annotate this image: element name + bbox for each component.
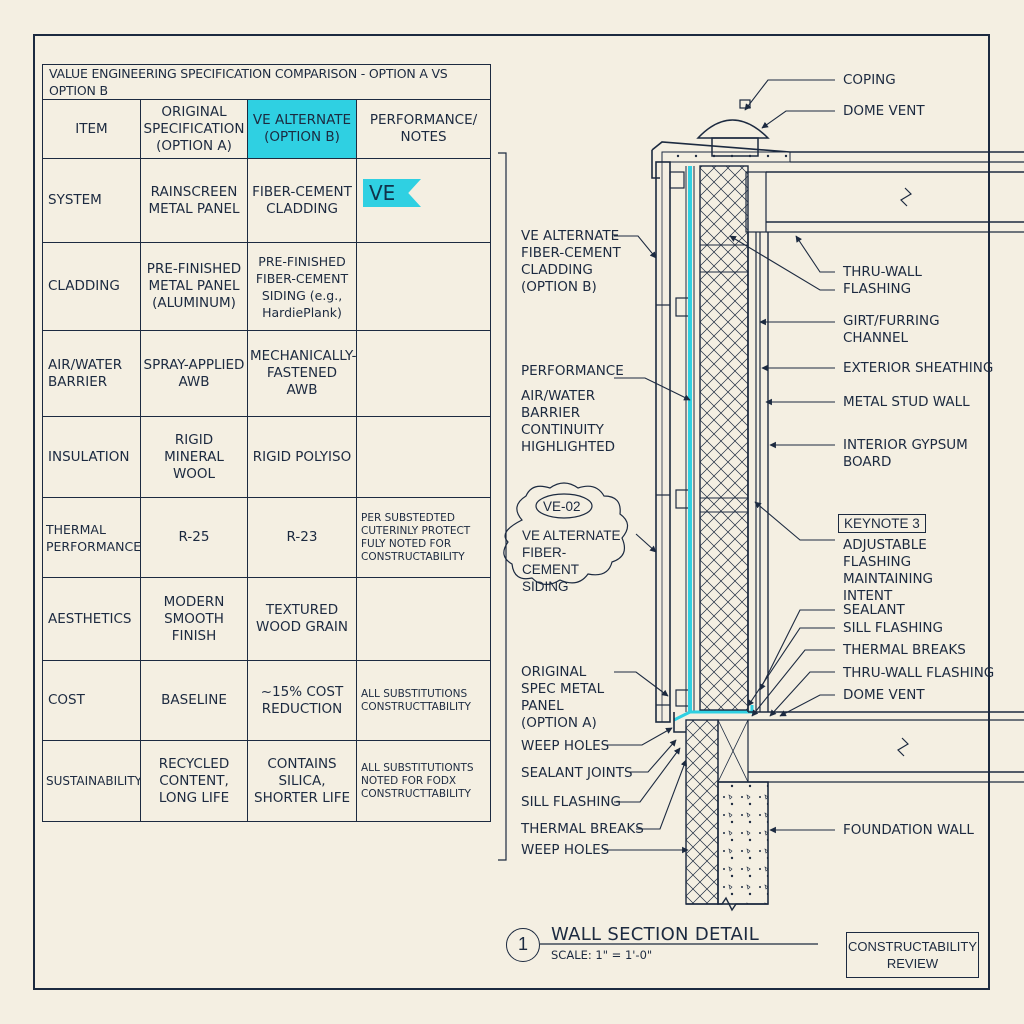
label-thermal-breaks-left: THERMAL BREAKS bbox=[521, 821, 644, 837]
drawing-sheet-border bbox=[33, 34, 990, 990]
row-item: SYSTEM bbox=[42, 158, 141, 243]
row-notes bbox=[355, 416, 492, 498]
label-weep-holes-2: WEEP HOLES bbox=[521, 842, 610, 858]
label-original-spec: ORIGINAL SPEC METAL PANEL (OPTION A) bbox=[521, 664, 605, 731]
header-original: ORIGINAL SPECIFICATION (OPTION A) bbox=[140, 99, 248, 159]
label-sill-flashing-left: SILL FLASHING bbox=[521, 794, 621, 810]
foundation-wall bbox=[717, 781, 769, 905]
header-alternate: VE ALTERNATE (OPTION B) bbox=[247, 99, 357, 159]
row-notes: ALL SUBSTITUTIONS CONSTRUCTTABILITY bbox=[355, 660, 492, 741]
table-header-row: ITEM ORIGINAL SPECIFICATION (OPTION A) V… bbox=[42, 99, 492, 159]
row-original: PRE-FINISHED METAL PANEL (ALUMINUM) bbox=[140, 242, 248, 331]
row-notes bbox=[355, 330, 492, 417]
keynote-tag: KEYNOTE 3 bbox=[838, 514, 926, 533]
table-row: SUSTAINABILITY RECYCLED CONTENT, LONG LI… bbox=[42, 740, 492, 822]
cloud-text: VE ALTERNATE FIBER-CEMENT SIDING bbox=[522, 528, 621, 594]
constructability-stamp: CONSTRUCTABILITY REVIEW bbox=[846, 932, 979, 978]
row-item: CLADDING bbox=[42, 242, 141, 331]
label-gypsum: INTERIOR GYPSUM BOARD bbox=[843, 437, 968, 470]
row-original: RAINSCREEN METAL PANEL bbox=[140, 158, 248, 243]
girt-channels bbox=[669, 171, 691, 707]
floor-slab-lower bbox=[717, 711, 1024, 783]
label-foundation-wall: FOUNDATION WALL bbox=[843, 822, 974, 838]
label-dome-vent-top: DOME VENT bbox=[843, 103, 925, 119]
label-coping: COPING bbox=[843, 72, 896, 88]
floor-slab-upper bbox=[745, 171, 1024, 233]
row-notes bbox=[355, 242, 492, 331]
label-weep-holes: WEEP HOLES bbox=[521, 738, 610, 754]
label-thru-wall-flashing: THRU-WALL FLASHING bbox=[843, 264, 922, 297]
sill-flashing bbox=[673, 712, 686, 733]
header-performance: PERFORMANCE/ NOTES bbox=[355, 99, 492, 159]
table-row: CLADDING PRE-FINISHED METAL PANEL (ALUMI… bbox=[42, 242, 492, 331]
table-row: AIR/WATER BARRIER SPRAY-APPLIED AWB MECH… bbox=[42, 330, 492, 417]
detail-scale: SCALE: 1" = 1'-0" bbox=[551, 948, 653, 962]
insulation bbox=[699, 165, 749, 711]
row-alternate: CONTAINS SILICA, SHORTER LIFE bbox=[247, 740, 357, 822]
label-performance: PERFORMANCE bbox=[521, 363, 624, 379]
row-alternate: MECHANICALLY-FASTENED AWB bbox=[247, 330, 357, 417]
label-adjustable-flashing: ADJUSTABLE FLASHING MAINTAINING INTENT bbox=[843, 537, 934, 604]
detail-number: 1 bbox=[506, 928, 540, 962]
label-girt: GIRT/FURRING CHANNEL bbox=[843, 313, 940, 346]
break-line bbox=[686, 896, 768, 912]
cladding-panels bbox=[655, 161, 671, 723]
cloud-tag: VE-02 bbox=[543, 499, 581, 514]
label-stud-wall: METAL STUD WALL bbox=[843, 394, 970, 410]
row-item: AIR/WATER BARRIER bbox=[42, 330, 141, 417]
row-alternate: RIGID POLYISO bbox=[247, 416, 357, 498]
ve-flag-icon: VE bbox=[363, 179, 421, 207]
row-item: THERMAL PERFORMANCE bbox=[42, 497, 141, 578]
table-row: THERMAL PERFORMANCE R-25 R-23 PER SUBSTE… bbox=[42, 497, 492, 578]
table-row: AESTHETICS MODERN SMOOTH FINISH TEXTURED… bbox=[42, 577, 492, 661]
air-water-barrier bbox=[673, 166, 754, 722]
group-bracket bbox=[498, 152, 507, 861]
label-sill-flashing: SILL FLASHING bbox=[843, 620, 943, 636]
leader-lines-right bbox=[729, 79, 835, 834]
lower-insulation bbox=[685, 719, 719, 905]
table-row: SYSTEM RAINSCREEN METAL PANEL FIBER-CEME… bbox=[42, 158, 492, 243]
header-item: ITEM bbox=[42, 99, 141, 159]
row-alternate: ~15% COST REDUCTION bbox=[247, 660, 357, 741]
row-notes: ALL SUBSTITUTIONTS NOTED FOR FODX CONSTR… bbox=[355, 740, 492, 822]
coping bbox=[651, 141, 1024, 179]
row-item: SUSTAINABILITY bbox=[42, 740, 141, 822]
label-thru-wall-flashing-2: THRU-WALL FLASHING bbox=[843, 665, 995, 681]
stud-wall-assembly bbox=[747, 232, 769, 712]
row-original: SPRAY-APPLIED AWB bbox=[140, 330, 248, 417]
label-sealant: SEALANT bbox=[843, 602, 905, 618]
row-alternate: PRE-FINISHED FIBER-CEMENT SIDING (e.g., … bbox=[247, 242, 357, 331]
detail-title: WALL SECTION DETAIL bbox=[551, 924, 760, 945]
row-alternate: FIBER-CEMENT CLADDING bbox=[247, 158, 357, 243]
label-sealant-joints: SEALANT JOINTS bbox=[521, 765, 633, 781]
revision-cloud bbox=[503, 482, 629, 586]
row-item: INSULATION bbox=[42, 416, 141, 498]
leader-lines-left bbox=[604, 235, 691, 854]
row-notes: PER SUBSTEDTED CUTERINLY PROTECT FULY NO… bbox=[355, 497, 492, 578]
row-alternate: TEXTURED WOOD GRAIN bbox=[247, 577, 357, 661]
spec-comparison-table: VALUE ENGINEERING SPECIFICATION COMPARIS… bbox=[41, 64, 492, 822]
label-thermal-breaks: THERMAL BREAKS bbox=[843, 642, 966, 658]
label-dome-vent-bottom: DOME VENT bbox=[843, 687, 925, 703]
cloud-tag-bubble bbox=[535, 493, 593, 519]
row-original: MODERN SMOOTH FINISH bbox=[140, 577, 248, 661]
label-ve-alternate: VE ALTERNATE FIBER-CEMENT CLADDING (OPTI… bbox=[521, 228, 621, 295]
label-awb-continuity: AIR/WATER BARRIER CONTINUITY HIGHLIGHTED bbox=[521, 388, 616, 455]
row-original: RECYCLED CONTENT, LONG LIFE bbox=[140, 740, 248, 822]
label-sheathing: EXTERIOR SHEATHING bbox=[843, 360, 994, 376]
row-item: COST bbox=[42, 660, 141, 741]
